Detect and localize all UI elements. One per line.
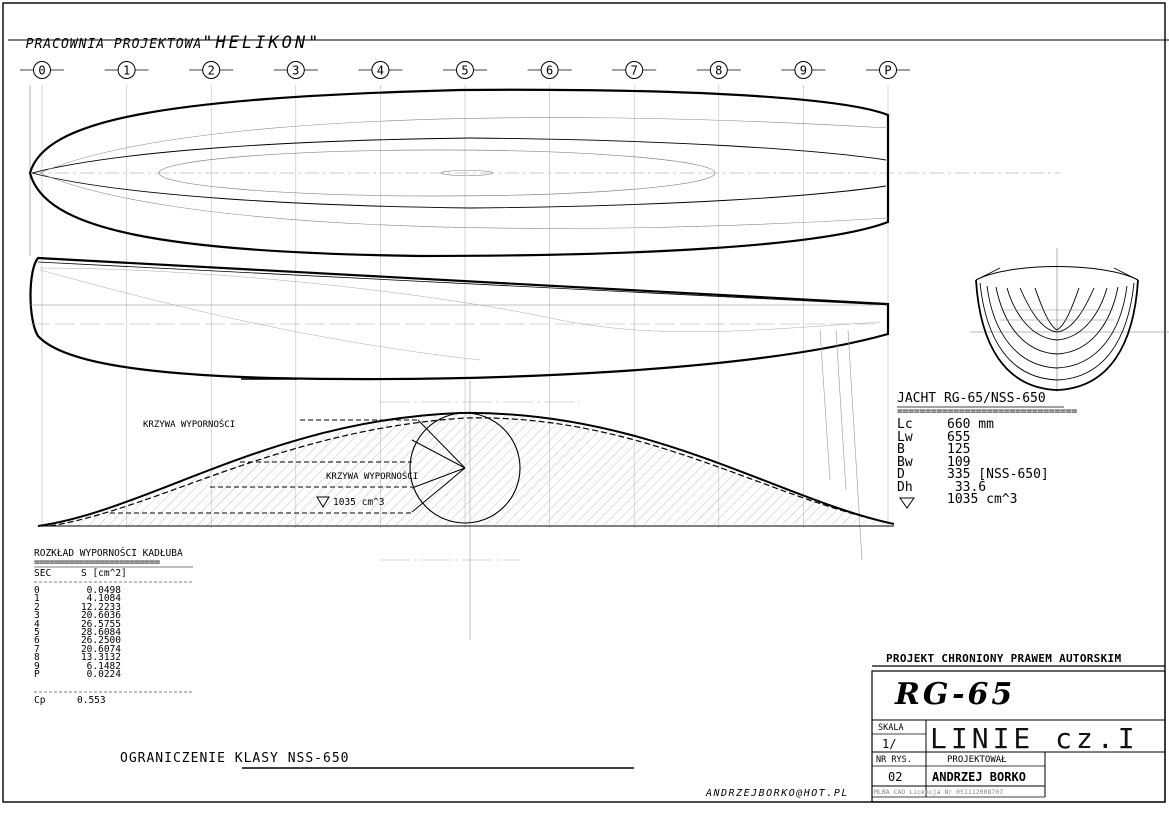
- station-marker-0: 0: [20, 61, 64, 79]
- spec-key: Lw: [897, 429, 913, 445]
- station-label-P: P: [884, 64, 891, 78]
- title-block: [871, 665, 1166, 803]
- spec-key: Bw: [897, 454, 913, 470]
- table-cell-area: 0.0498: [86, 585, 121, 596]
- station-marker-2: 2: [189, 61, 234, 79]
- table-cell-sec: 6: [34, 635, 40, 647]
- table-cell-sec: 9: [34, 660, 40, 672]
- volume-symbol: [899, 497, 915, 509]
- table-cell-area: 6.1482: [86, 660, 121, 672]
- station-label-9: 9: [800, 64, 807, 78]
- station-label-4: 4: [377, 64, 384, 78]
- spec-separator: ================================: [897, 406, 1077, 417]
- table-cell-area: 12.2233: [80, 601, 121, 613]
- spec-value: 1035 cm^3: [947, 492, 1018, 507]
- table-cell-sec: 2: [34, 601, 40, 613]
- class-limit-text: OGRANICZENIE KLASY NSS-650: [120, 751, 350, 766]
- table-cell-area: 13.3132: [80, 652, 121, 664]
- table-cell-area: 4.1084: [86, 593, 121, 605]
- table-cell-sec: P: [34, 669, 40, 680]
- drawing-number-label: NR RYS.: [876, 755, 912, 765]
- drawing-title: LINIE cz.I: [930, 722, 1139, 755]
- body-plan-sections: [970, 248, 1169, 392]
- table-cell-area: 26.2500: [80, 635, 121, 647]
- station-label-8: 8: [715, 64, 722, 78]
- author-email: ANDRZEJBORKO@HOT.PL: [706, 788, 849, 799]
- author-label: PROJEKTOWAŁ: [947, 755, 1007, 765]
- scale-label: SKALA: [878, 723, 904, 733]
- station-marker-6: 6: [527, 61, 572, 79]
- spec-key: B: [897, 442, 905, 457]
- station-label-7: 7: [631, 64, 638, 78]
- model-name: RG-65: [895, 677, 1016, 712]
- scale-value: 1/: [882, 737, 897, 751]
- curve-label-inner: KRZYWA WYPORNOŚCI: [326, 472, 419, 482]
- table-cell-sec: 0: [34, 585, 40, 596]
- sheet-frame: [2, 2, 1166, 803]
- table-cell-sec: 5: [34, 627, 40, 638]
- spec-key: Lc: [897, 417, 913, 432]
- table-cell-sec: 4: [34, 618, 40, 630]
- spec-value: 660 mm: [947, 417, 994, 432]
- station-label-1: 1: [123, 64, 130, 78]
- station-marker-5: 5: [443, 61, 487, 79]
- studio-prefix: PRACOWNIA PROJEKTOWA: [25, 37, 203, 52]
- spec-title: JACHT RG-65/NSS-650: [897, 391, 1046, 406]
- cp-value: 0.553: [77, 695, 106, 706]
- curve-volume-label: 1035 cm^3: [333, 497, 385, 508]
- station-label-5: 5: [461, 64, 468, 78]
- plan-view: [28, 85, 1060, 258]
- table-cell-area: 20.6036: [80, 610, 121, 622]
- spec-value: 125: [947, 442, 971, 457]
- table-cell-sec: 1: [34, 593, 40, 605]
- spec-key: D: [897, 467, 905, 482]
- station-marker-1: 1: [104, 61, 149, 79]
- station-marker-8: 8: [696, 61, 741, 79]
- spec-value: 655: [947, 429, 971, 445]
- station-label-3: 3: [292, 64, 299, 78]
- table-title: ROZKŁAD WYPORNOŚCI KADŁUBA: [34, 548, 183, 559]
- table-cell-sec: 3: [34, 610, 40, 622]
- curve-of-areas: [37, 401, 895, 561]
- drawing-number: 02: [888, 770, 903, 784]
- cp-label: Cp: [34, 695, 46, 706]
- author-name: ANDRZEJ BORKO: [932, 770, 1026, 784]
- table-cell-area: 20.6074: [80, 643, 121, 655]
- copyright-notice: PROJEKT CHRONIONY PRAWEM AUTORSKIM: [886, 652, 1122, 665]
- station-marker-7: 7: [612, 61, 657, 79]
- station-label-6: 6: [546, 64, 553, 78]
- table-cell-sec: 8: [34, 652, 40, 664]
- station-marker-9: 9: [781, 61, 826, 79]
- profile-view: [29, 256, 890, 640]
- studio-name: PRACOWNIA PROJEKTOWA"HELIKON": [8, 18, 321, 53]
- station-marker-P: P: [866, 61, 910, 79]
- station-marker-3: 3: [273, 61, 318, 79]
- spec-value: 335 [NSS-650]: [947, 467, 1049, 482]
- station-marker-4: 4: [358, 61, 403, 79]
- spec-value: 33.6: [947, 479, 987, 495]
- curve-label-left: KRZYWA WYPORNOŚCI: [143, 420, 236, 430]
- spec-value: 109: [947, 454, 971, 470]
- table-cell-area: 28.6084: [80, 627, 121, 638]
- studio-brand: "HELIKON": [202, 33, 322, 53]
- station-label-0: 0: [38, 64, 45, 78]
- spec-key: Dh: [897, 479, 913, 495]
- table-cell-area: 26.5755: [80, 618, 121, 630]
- table-header-sec: SEC: [34, 568, 52, 579]
- table-separator: =========================: [34, 557, 160, 568]
- table-cell-sec: 7: [34, 643, 40, 655]
- station-label-2: 2: [208, 64, 215, 78]
- table-header-s: S [cm^2]: [81, 568, 127, 579]
- table-cell-area: 0.0224: [86, 669, 121, 680]
- station-markers: 0 1 2 3 4 5 6 7 8 9 P: [20, 61, 910, 79]
- cad-license: MLBA CAD Licencja Nr 051112008707: [874, 788, 1004, 796]
